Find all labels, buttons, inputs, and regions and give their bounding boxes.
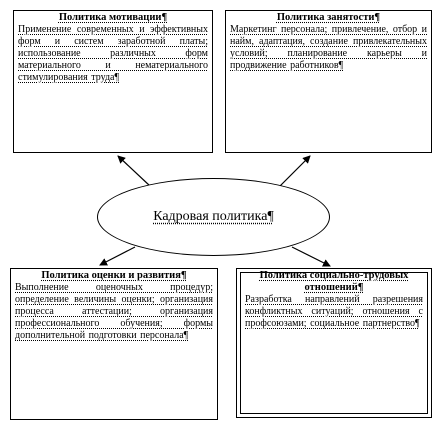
assessment-policy-title: Политика оценки и развития¶ bbox=[41, 270, 187, 281]
motivation-policy-box: Политика мотивации¶ Применение современн… bbox=[13, 10, 213, 153]
hr-policy-label: Кадровая политика¶ bbox=[153, 209, 274, 224]
social-labor-policy-text: Разработка направлений разрешения конфли… bbox=[245, 294, 423, 330]
arrow-to-motivation bbox=[117, 155, 151, 187]
hr-policy-ellipse: Кадровая политика¶ bbox=[97, 178, 330, 256]
arrow-to-assessment bbox=[99, 246, 136, 266]
assessment-policy-text: Выполнение оценочных процедур; определен… bbox=[15, 282, 213, 342]
arrow-to-social bbox=[291, 246, 331, 267]
motivation-policy-title: Политика мотивации¶ bbox=[58, 12, 168, 23]
arrow-to-employment bbox=[279, 155, 311, 187]
assessment-policy-box: Политика оценки и развития¶ Выполнение о… bbox=[10, 268, 218, 420]
social-labor-policy-title: Политика социально-трудовых отношений¶ bbox=[259, 270, 409, 293]
employment-policy-box: Политика занятости¶ Маркетинг персонала;… bbox=[225, 10, 432, 153]
employment-policy-title: Политика занятости¶ bbox=[276, 12, 381, 23]
employment-policy-text: Маркетинг персонала; привлечение, отбор … bbox=[230, 24, 427, 72]
motivation-policy-text: Применение современных и эффективных фор… bbox=[18, 24, 208, 84]
inner-frame bbox=[240, 272, 428, 414]
social-labor-policy-box: Политика социально-трудовых отношений¶ Р… bbox=[236, 268, 432, 418]
